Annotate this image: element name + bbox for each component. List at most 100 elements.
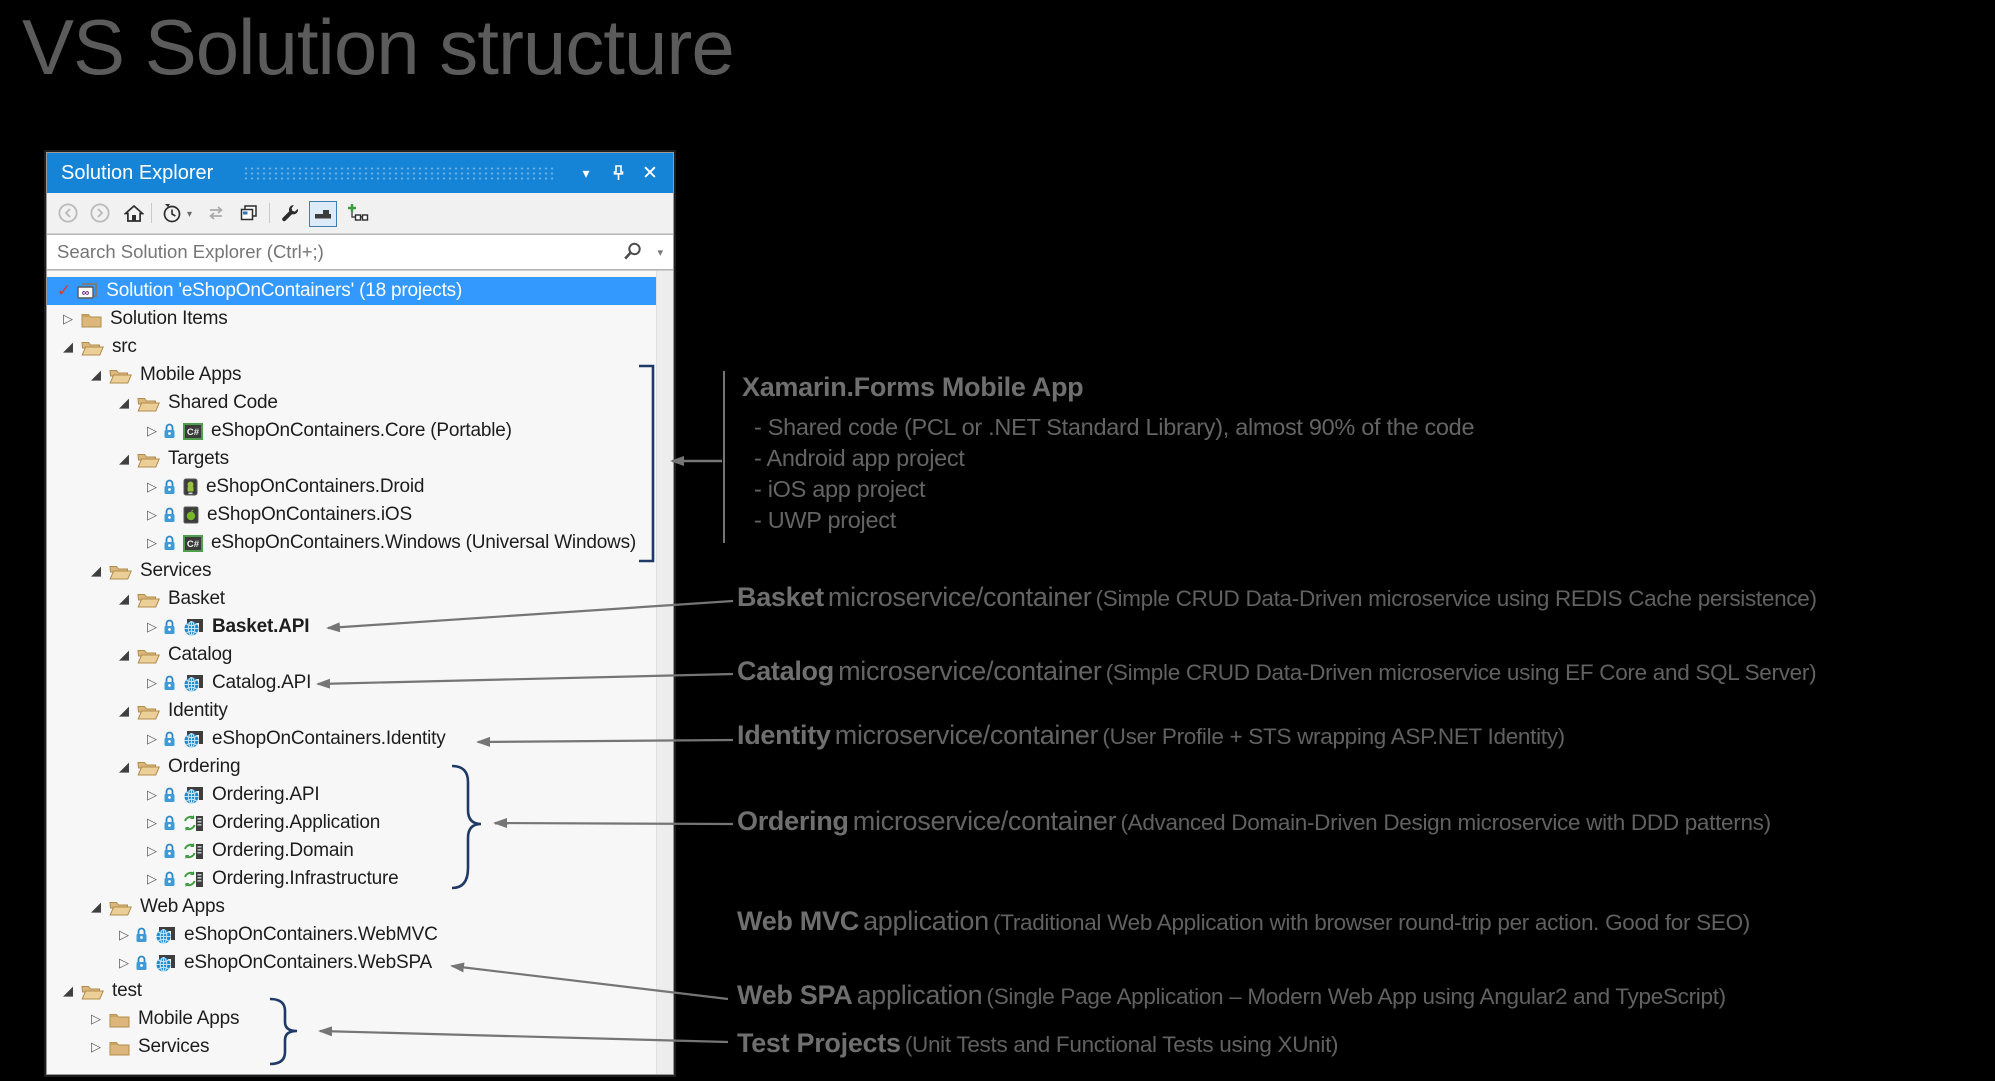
expander-expanded-icon[interactable]: ◢ xyxy=(119,451,129,466)
tree-row[interactable]: ▷Catalog.API xyxy=(47,669,657,697)
home-icon[interactable] xyxy=(121,201,147,225)
expander-collapsed-icon[interactable]: ▷ xyxy=(147,619,157,634)
tree-row[interactable]: ◢Mobile Apps xyxy=(47,361,657,389)
pin-icon[interactable] xyxy=(605,153,631,193)
annotation-webmvc: Web MVC application (Traditional Web App… xyxy=(737,906,1750,937)
solution-explorer-panel: Solution Explorer ▾ ✕ ▾ xyxy=(46,152,674,1075)
web-icon xyxy=(155,954,176,972)
vertical-scrollbar[interactable] xyxy=(656,271,673,1074)
annotation-ordering: Ordering microservice/container (Advance… xyxy=(737,806,1771,837)
expander-collapsed-icon[interactable]: ▷ xyxy=(147,731,157,746)
tree-row[interactable]: ▷Services xyxy=(47,1033,657,1061)
expander-collapsed-icon[interactable]: ▷ xyxy=(147,787,157,802)
expander-expanded-icon[interactable]: ◢ xyxy=(63,983,73,998)
expander-collapsed-icon[interactable]: ▷ xyxy=(119,927,129,942)
tree-row[interactable]: ▷Solution Items xyxy=(47,305,657,333)
tree-row[interactable]: ▷Ordering.Infrastructure xyxy=(47,865,657,893)
folder-open-icon xyxy=(137,451,160,468)
window-position-chevron-icon[interactable]: ▾ xyxy=(582,164,590,181)
tree-row[interactable]: ▷eShopOnContainers.WebSPA xyxy=(47,949,657,977)
search-input[interactable] xyxy=(47,234,673,270)
folder-open-icon xyxy=(81,983,104,1000)
tree-row[interactable]: ▷C#eShopOnContainers.Core (Portable) xyxy=(47,417,657,445)
expander-collapsed-icon[interactable]: ▷ xyxy=(91,1011,101,1026)
expander-expanded-icon[interactable]: ◢ xyxy=(119,591,129,606)
lock-icon xyxy=(163,787,176,803)
scope-dropdown-chevron-icon[interactable]: ▾ xyxy=(187,209,193,220)
tree-row[interactable]: ▷eShopOnContainers.Identity xyxy=(47,725,657,753)
lock-icon xyxy=(163,675,176,691)
expander-collapsed-icon[interactable]: ▷ xyxy=(91,1039,101,1054)
tree-row[interactable]: ▷Ordering.API xyxy=(47,781,657,809)
tree-row[interactable]: ◢Services xyxy=(47,557,657,585)
annotation-bullet: - Shared code (PCL or .NET Standard Libr… xyxy=(754,414,1475,440)
annotation-detail: (Simple CRUD Data-Driven microservice us… xyxy=(1095,586,1817,611)
tree-row[interactable]: ▷eShopOnContainers.Droid xyxy=(47,473,657,501)
expander-collapsed-icon[interactable]: ▷ xyxy=(147,843,157,858)
annotation-title: Basket xyxy=(737,582,824,612)
tree-row[interactable]: ◢Identity xyxy=(47,697,657,725)
tree-row-solution[interactable]: ✓∞Solution 'eShopOnContainers' (18 proje… xyxy=(47,277,657,305)
tree-row[interactable]: ◢Web Apps xyxy=(47,893,657,921)
back-icon[interactable] xyxy=(55,201,81,225)
tree-row[interactable]: ▷Basket.API xyxy=(47,613,657,641)
tree-item-label: Ordering.Domain xyxy=(212,840,354,861)
expander-collapsed-icon[interactable]: ▷ xyxy=(63,311,73,326)
lock-icon xyxy=(163,843,176,859)
tree-row[interactable]: ▷C#eShopOnContainers.Windows (Universal … xyxy=(47,529,657,557)
tree-row[interactable]: ◢ Targets xyxy=(47,445,657,473)
tree-row[interactable]: ▷ Ordering.Domain xyxy=(47,837,657,865)
properties-wrench-icon[interactable] xyxy=(277,201,303,225)
scope-clock-icon[interactable] xyxy=(159,201,185,225)
sync-icon[interactable] xyxy=(203,201,229,225)
expander-expanded-icon[interactable]: ◢ xyxy=(119,759,129,774)
tree-row[interactable]: ◢Ordering xyxy=(47,753,657,781)
expander-expanded-icon[interactable]: ◢ xyxy=(91,563,101,578)
toolbar-separator xyxy=(151,203,152,223)
tree-row[interactable]: ▷Mobile Apps xyxy=(47,1005,657,1033)
tree-row[interactable]: ◢src xyxy=(47,333,657,361)
tree-item-label: Solution 'eShopOnContainers' (18 project… xyxy=(106,280,463,301)
annotation-webspa: Web SPA application (Single Page Applica… xyxy=(737,980,1726,1011)
search-icon[interactable] xyxy=(622,241,643,267)
classlib-icon xyxy=(183,842,204,860)
expander-collapsed-icon[interactable]: ▷ xyxy=(147,871,157,886)
expander-collapsed-icon[interactable]: ▷ xyxy=(147,507,157,522)
expander-collapsed-icon[interactable]: ▷ xyxy=(147,535,157,550)
forward-icon[interactable] xyxy=(87,201,113,225)
expander-expanded-icon[interactable]: ◢ xyxy=(63,339,73,354)
expander-collapsed-icon[interactable]: ▷ xyxy=(147,675,157,690)
expander-expanded-icon[interactable]: ◢ xyxy=(119,647,129,662)
preview-selected-items-icon[interactable] xyxy=(309,201,337,227)
expander-collapsed-icon[interactable]: ▷ xyxy=(147,815,157,830)
web-icon xyxy=(183,730,204,748)
search-row: ▾ xyxy=(47,234,673,271)
show-open-files-icon[interactable] xyxy=(235,201,261,225)
tree-item-label: eShopOnContainers.iOS xyxy=(207,504,412,525)
show-all-files-icon[interactable] xyxy=(345,201,371,225)
annotation-title: Xamarin.Forms Mobile App xyxy=(742,372,1084,402)
expander-expanded-icon[interactable]: ◢ xyxy=(119,395,129,410)
tree-row[interactable]: ▷ eShopOnContainers.iOS xyxy=(47,501,657,529)
lock-icon xyxy=(163,535,176,551)
tree-row[interactable]: ◢Basket xyxy=(47,585,657,613)
close-icon[interactable]: ✕ xyxy=(642,162,658,184)
expander-collapsed-icon[interactable]: ▷ xyxy=(119,955,129,970)
annotation-subtitle: microservice/container xyxy=(834,720,1099,750)
tree-row[interactable]: ◢test xyxy=(47,977,657,1005)
expander-expanded-icon[interactable]: ◢ xyxy=(119,703,129,718)
page-title: VS Solution structure xyxy=(22,3,735,91)
expander-expanded-icon[interactable]: ◢ xyxy=(91,899,101,914)
tree-row[interactable]: ▷Ordering.Application xyxy=(47,809,657,837)
tree-row[interactable]: ▷eShopOnContainers.WebMVC xyxy=(47,921,657,949)
search-options-chevron-icon[interactable]: ▾ xyxy=(657,247,663,259)
expander-expanded-icon[interactable]: ◢ xyxy=(91,367,101,382)
classlib-icon xyxy=(183,870,204,888)
expander-collapsed-icon[interactable]: ▷ xyxy=(147,479,157,494)
tree-item-label: Targets xyxy=(168,448,229,469)
tree-row[interactable]: ◢Shared Code xyxy=(47,389,657,417)
tree-row[interactable]: ◢Catalog xyxy=(47,641,657,669)
annotation-title: Identity xyxy=(737,720,831,750)
panel-titlebar[interactable]: Solution Explorer ▾ ✕ xyxy=(47,153,673,193)
expander-collapsed-icon[interactable]: ▷ xyxy=(147,423,157,438)
